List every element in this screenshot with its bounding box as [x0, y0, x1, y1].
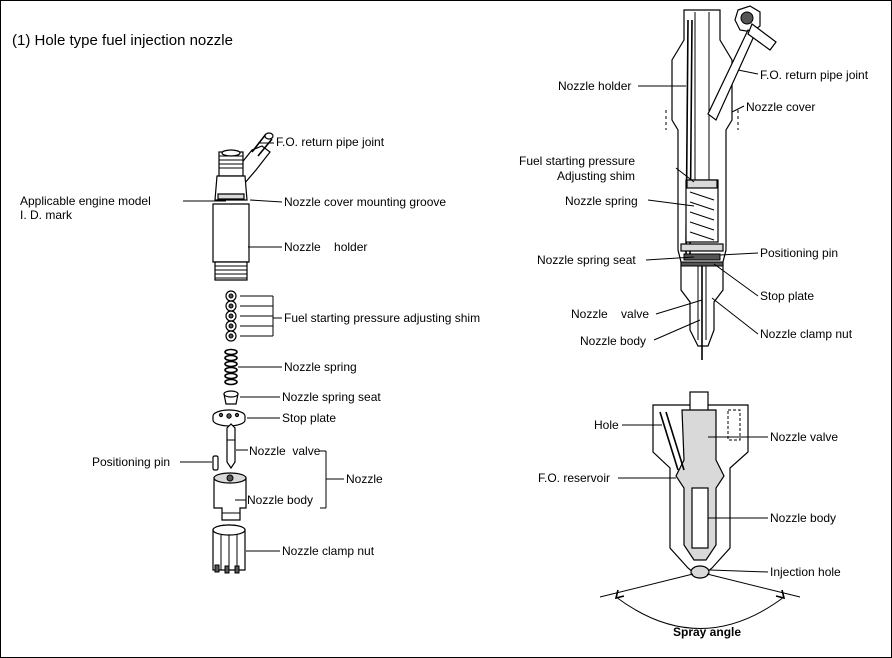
detail-label-hole: Hole — [594, 418, 619, 432]
exploded-label-nozzle: Nozzle — [346, 472, 383, 486]
assembly-label-return-pipe-joint: F.O. return pipe joint — [760, 68, 869, 82]
exploded-label-return-pipe-joint: F.O. return pipe joint — [276, 135, 385, 149]
assembly-leaders — [638, 69, 759, 341]
exploded-label-spring-seat: Nozzle spring seat — [282, 390, 381, 404]
assembly-label-body: Nozzle body — [580, 334, 646, 348]
exploded-nozzle-valve — [226, 423, 236, 470]
exploded-label-valve: Nozzle valve — [249, 444, 321, 458]
exploded-label-positioning-pin: Positioning pin — [92, 455, 170, 469]
exploded-label-stop-plate: Stop plate — [282, 411, 336, 425]
assembly-label-cover: Nozzle cover — [746, 100, 815, 114]
assembly-label-valve: Nozzle valve — [571, 307, 649, 321]
exploded-label-body: Nozzle body — [247, 493, 313, 507]
exploded-clamp-nut — [212, 524, 246, 574]
exploded-label-cover-groove: Nozzle cover mounting groove — [284, 195, 446, 209]
diagram-title: (1) Hole type fuel injection nozzle — [12, 32, 233, 49]
exploded-spring-seat — [223, 390, 239, 405]
detail-view: Hole Nozzle valve F.O. reservoir Nozzle … — [538, 391, 841, 639]
exploded-label-shim: Fuel starting pressure adjusting shim — [284, 311, 480, 325]
assembly-label-fsp-line2: Adjusting shim — [557, 169, 635, 183]
exploded-nozzle-holder — [212, 149, 250, 281]
exploded-shim-stack — [225, 290, 237, 342]
assembly-label-clamp-nut: Nozzle clamp nut — [760, 327, 853, 341]
exploded-label-id-mark: I. D. mark — [20, 208, 73, 222]
exploded-stop-plate — [212, 409, 246, 427]
assembly-label-positioning-pin: Positioning pin — [760, 246, 838, 260]
detail-label-reservoir: F.O. reservoir — [538, 471, 610, 485]
exploded-leaders — [180, 142, 344, 552]
detail-label-injection-hole: Injection hole — [770, 565, 841, 579]
detail-label-valve: Nozzle valve — [770, 430, 838, 444]
assembly-label-spring-seat: Nozzle spring seat — [537, 253, 636, 267]
assembly-label-holder: Nozzle holder — [558, 79, 631, 93]
detail-label-spray-angle: Spray angle — [673, 625, 741, 639]
detail-label-body: Nozzle body — [770, 511, 836, 525]
exploded-label-spring: Nozzle spring — [284, 360, 357, 374]
assembly-label-stop-plate: Stop plate — [760, 289, 814, 303]
exploded-label-clamp-nut: Nozzle clamp nut — [282, 544, 375, 558]
assembly-label-spring: Nozzle spring — [565, 194, 638, 208]
assembly-label-fsp-line1: Fuel starting pressure — [519, 154, 635, 168]
exploded-label-engine-model: Applicable engine model — [20, 194, 151, 208]
exploded-view: F.O. return pipe joint Applicable engine… — [20, 132, 480, 574]
assembly-view: Nozzle holder F.O. return pipe joint Noz… — [519, 5, 869, 360]
exploded-positioning-pin — [212, 455, 219, 471]
detail-leaders — [618, 424, 769, 573]
exploded-label-holder: Nozzle holder — [284, 240, 367, 254]
exploded-nozzle-spring — [224, 348, 238, 386]
exploded-nozzle-body — [213, 472, 247, 521]
